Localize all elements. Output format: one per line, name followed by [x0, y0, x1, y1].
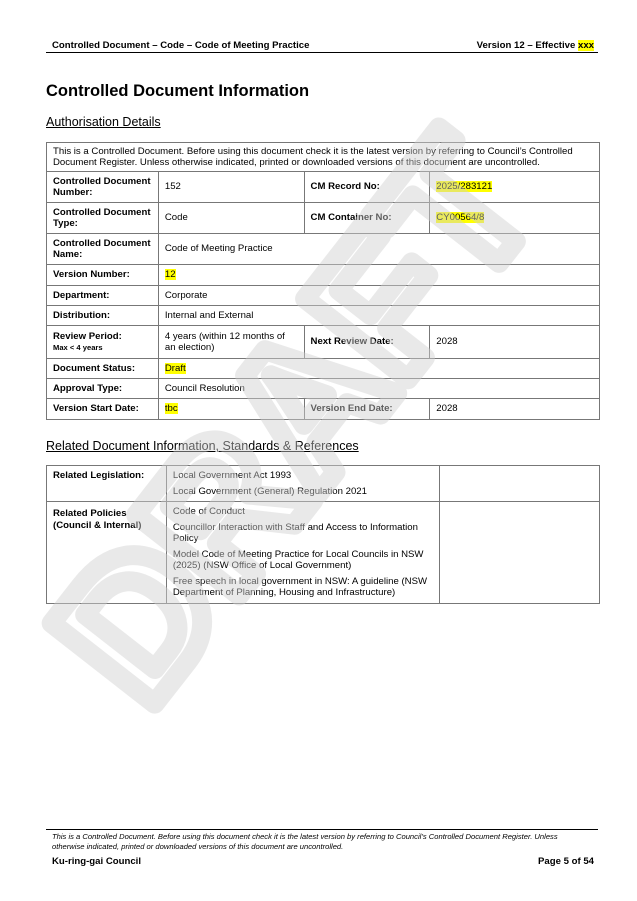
start-label: Version Start Date:: [46, 398, 159, 420]
cm-record-label: CM Record No:: [303, 171, 431, 203]
policies-empty-cell: [439, 501, 600, 604]
doc-type-value: Code: [157, 202, 305, 234]
next-review-value: 2028: [429, 325, 600, 359]
start-value: tbc: [164, 403, 178, 415]
footer-org: Ku-ring-gai Council: [52, 856, 141, 867]
authorisation-heading: Authorisation Details: [46, 115, 161, 129]
end-label: Version End Date:: [303, 398, 431, 420]
policy-item: Code of Conduct: [172, 506, 245, 517]
review-period-value: 4 years (within 12 months of an election…: [157, 325, 305, 359]
department-value: Corporate: [157, 285, 601, 306]
legislation-item: Local Government (General) Regulation 20…: [172, 485, 367, 497]
header-version: Version 12 – Effective xxx: [477, 40, 594, 51]
footer-note: This is a Controlled Document. Before us…: [46, 829, 598, 853]
version-value: 12: [164, 269, 176, 281]
cm-record-cell: 2025/283121: [429, 171, 600, 203]
legislation-empty-cell: [439, 465, 600, 502]
next-review-label: Next Review Date:: [303, 325, 431, 359]
doc-number-label: Controlled Document Number:: [46, 171, 159, 203]
authorisation-table: This is a Controlled Document. Before us…: [46, 142, 601, 420]
header-version-text: Version 12 – Effective: [476, 40, 578, 51]
cm-container-cell: CY00564/8: [429, 202, 600, 234]
distribution-value: Internal and External: [157, 305, 601, 326]
header-title: Controlled Document – Code – Code of Mee…: [52, 40, 310, 51]
status-value: Draft: [164, 362, 186, 374]
cm-container-label: CM Container No:: [303, 202, 431, 234]
related-table: Related Legislation: Local Government Ac…: [46, 465, 600, 604]
legislation-cell: Local Government Act 1993 Local Governme…: [165, 465, 441, 502]
policy-item: Free speech in local government in NSW: …: [172, 575, 428, 599]
end-value: 2028: [429, 398, 600, 420]
doc-type-label: Controlled Document Type:: [46, 202, 159, 234]
review-period-label: Review Period:: [53, 330, 122, 342]
notice-cell: This is a Controlled Document. Before us…: [46, 142, 600, 172]
status-label: Document Status:: [46, 358, 159, 379]
approval-label: Approval Type:: [46, 378, 159, 399]
department-label: Department:: [46, 285, 159, 306]
version-cell: 12: [157, 264, 601, 286]
legislation-item: Local Government Act 1993: [172, 470, 292, 481]
legislation-label: Related Legislation:: [46, 465, 167, 502]
doc-name-label: Controlled Document Name:: [46, 233, 159, 265]
cm-container-value: CY00564/8: [436, 212, 485, 224]
header-effective-date: xxx: [577, 40, 594, 51]
policy-item: Councillor Interaction with Staff and Ac…: [172, 521, 418, 545]
status-cell: Draft: [157, 358, 601, 379]
version-label: Version Number:: [46, 264, 159, 286]
approval-value: Council Resolution: [157, 378, 601, 399]
distribution-label: Distribution:: [46, 305, 159, 326]
footer-page-number: Page 5 of 54: [538, 856, 594, 867]
policies-label: Related Policies (Council & Internal): [46, 501, 167, 604]
cm-record-value: 2025/283121: [436, 181, 493, 193]
doc-name-value: Code of Meeting Practice: [157, 233, 601, 265]
review-period-note: Max < 4 years: [53, 343, 103, 352]
page-header: Controlled Document – Code – Code of Mee…: [46, 38, 598, 53]
doc-number-value: 152: [157, 171, 305, 203]
related-heading: Related Document Information, Standards …: [46, 439, 359, 453]
start-cell: tbc: [157, 398, 305, 420]
policies-cell: Code of Conduct Councillor Interaction w…: [165, 501, 441, 604]
review-period-label-cell: Review Period: Max < 4 years: [46, 325, 159, 359]
page-title: Controlled Document Information: [46, 82, 310, 100]
policy-item: Model Code of Meeting Practice for Local…: [172, 548, 424, 572]
